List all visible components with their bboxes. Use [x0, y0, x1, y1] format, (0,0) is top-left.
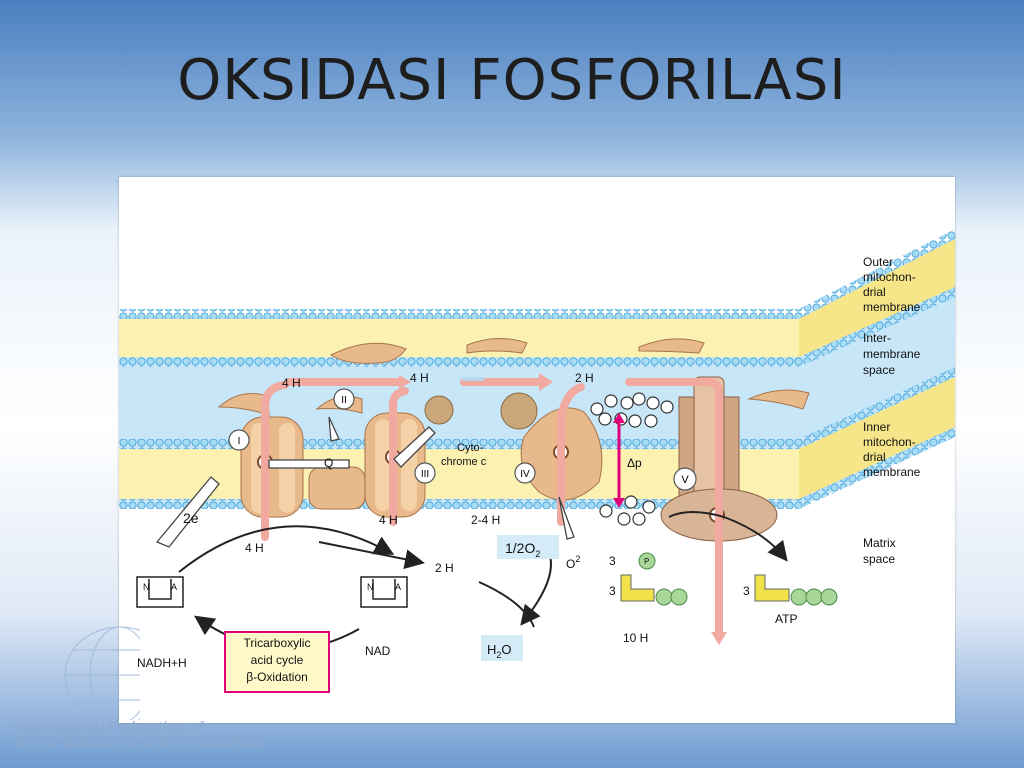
inner-membrane-label-1: Inner: [863, 420, 890, 434]
complex-ii: [308, 466, 366, 510]
slide-title: OKSIDASI FOSFORILASI: [177, 48, 847, 113]
intermembrane-label-2: membrane: [863, 347, 921, 361]
intermembrane-label-3: space: [863, 363, 895, 377]
proton-label-bottom-3: 2-4 H: [471, 513, 500, 527]
intermembrane-label-1: Inter-: [863, 331, 891, 345]
phosphate-p: P: [644, 557, 649, 566]
footer-logo-text: International Federation of Dental Educa…: [14, 720, 314, 750]
nad-glyph-a-left: A: [171, 582, 177, 592]
adp-count: 3: [609, 584, 616, 598]
electrons-label: 2e: [183, 510, 199, 526]
tca-line-2: acid cycle: [251, 653, 304, 667]
nadh-label: NADH+H: [137, 656, 187, 670]
oxygen-label: 1/2O2: [505, 540, 540, 559]
water-label: H2O: [487, 642, 512, 660]
proton-gradient: [590, 392, 674, 526]
oxide-label: O2: [566, 554, 580, 571]
delta-p-label: Δp: [627, 456, 642, 470]
complex-ii-label: II: [341, 395, 347, 406]
footer-line-1: International Federation of: [14, 719, 204, 736]
cytochrome-c: [500, 392, 538, 430]
oxidative-phosphorylation-diagram: I II III IV V Q Cyto- chrome c 4 H 4 H 2…: [119, 177, 955, 723]
phosphate-count: 3: [609, 554, 616, 568]
tca-line-3: β-Oxidation: [246, 670, 308, 684]
nad-glyph-n-right: N: [367, 582, 374, 592]
proton-pump-arrows: [261, 378, 723, 636]
adp-glyph: [620, 552, 688, 606]
outer-membrane-label-2: mitochon-: [863, 270, 916, 284]
outer-membrane: [119, 229, 955, 367]
inner-membrane-label-3: drial: [863, 450, 886, 464]
nad-glyph-a-right: A: [395, 582, 401, 592]
complex-badges: [228, 388, 697, 491]
proton-label-bottom-5: 10 H: [623, 631, 648, 645]
cytochrome-c-label-2: chrome c: [441, 456, 487, 468]
water-box: [481, 635, 523, 661]
electron-path-arrows: [155, 416, 575, 548]
proton-label-top-2: 4 H: [410, 371, 429, 385]
outer-membrane-label-4: membrane: [863, 300, 921, 314]
outer-membrane-label-1: Outer: [863, 255, 893, 269]
proton-label-top-1: 4 H: [282, 376, 301, 390]
globe-logo: [64, 626, 140, 720]
nad-glyph-n-left: N: [143, 582, 150, 592]
nad-label: NAD: [365, 644, 391, 658]
footer-line-2: Dental Educators and Associations: [14, 734, 266, 751]
proton-arrowheads: [399, 373, 727, 645]
atp-glyph: [754, 574, 838, 606]
proton-label-top-3: 2 H: [575, 371, 594, 385]
inner-membrane-label-4: membrane: [863, 465, 921, 479]
atp-label: ATP: [775, 612, 797, 626]
tca-box: [224, 631, 330, 693]
atp-count: 3: [743, 584, 750, 598]
cytochrome-c-label-1: Cyto-: [457, 442, 484, 454]
diagram-svg: I II III IV V Q Cyto- chrome c 4 H 4 H 2…: [119, 229, 955, 693]
oxygen-box: [497, 535, 559, 559]
proton-label-bottom-1: 4 H: [245, 541, 264, 555]
complex-iv-label: IV: [520, 469, 530, 480]
proton-label-bottom-4: 2 H: [435, 561, 454, 575]
proton-label-bottom-2: 4 H: [379, 513, 398, 527]
matrix-label-2: space: [863, 552, 895, 566]
outer-membrane-label-3: drial: [863, 285, 886, 299]
complex-i-label: I: [238, 436, 241, 447]
tca-line-1: Tricarboxylic: [244, 636, 311, 650]
complex-v-label: V: [681, 474, 689, 486]
nad-glyphs: [136, 576, 408, 608]
complex-iii-label: III: [421, 469, 429, 480]
matrix-label-1: Matrix: [863, 536, 896, 550]
inner-membrane-label-2: mitochon-: [863, 435, 916, 449]
ubiquinone-label: Q: [324, 456, 333, 470]
